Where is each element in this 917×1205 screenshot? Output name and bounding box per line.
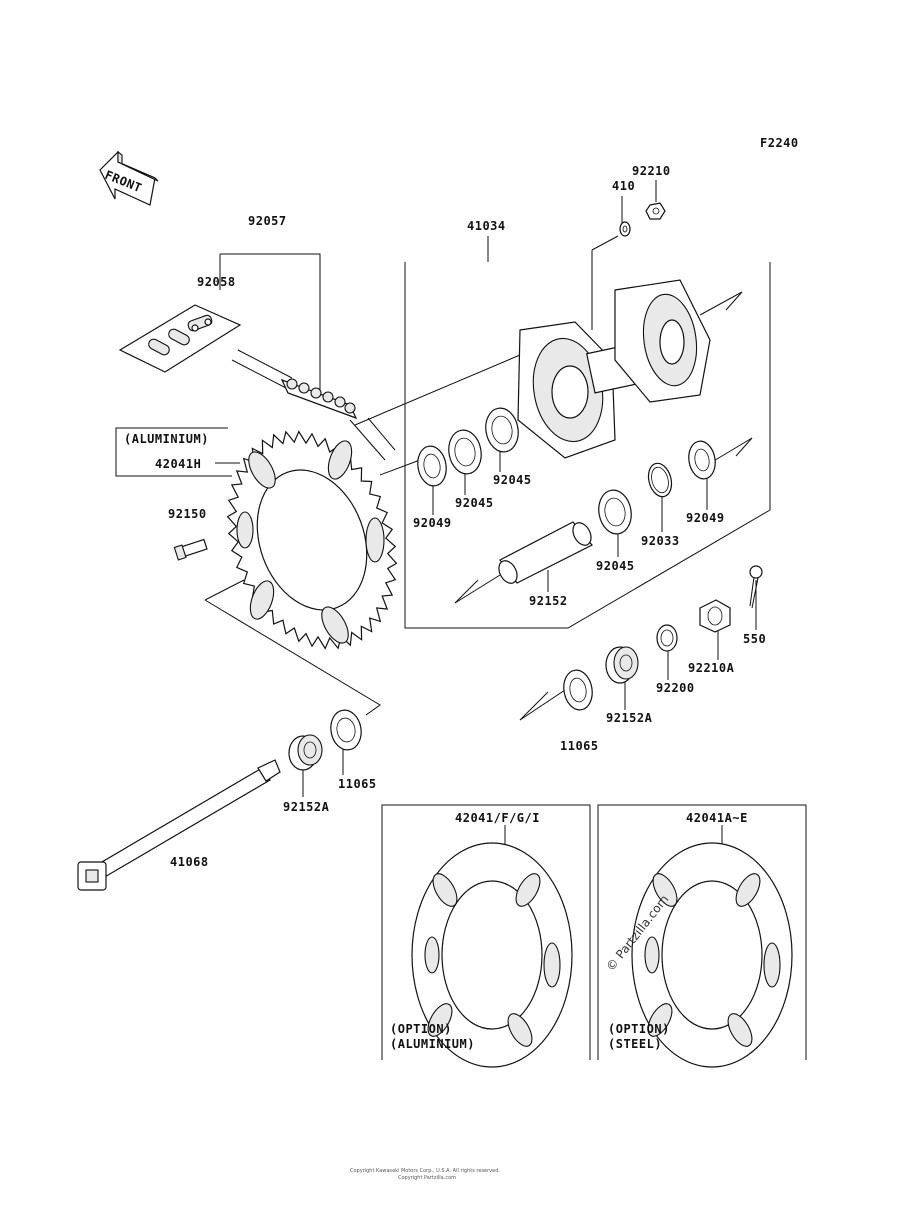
rear-hub: [517, 279, 711, 459]
option-1-line2: (ALUMINIUM): [390, 1037, 475, 1051]
front-arrow-icon: FRONT: [99, 150, 159, 206]
label-92033: 92033: [641, 534, 680, 548]
option-2-line2: (STEEL): [608, 1037, 662, 1051]
label-92150: 92150: [168, 507, 207, 521]
bearing-92045-a: [448, 429, 482, 475]
label-92152a-left: 92152A: [283, 800, 330, 814]
label-11065-left: 11065: [338, 777, 377, 791]
label-92045-b: 92045: [493, 473, 532, 487]
footer-line-1: Copyright Kawasaki Motors Corp., U.S.A. …: [350, 1168, 500, 1174]
nut-92210: [645, 202, 666, 220]
seal-11065-left: [330, 709, 362, 751]
label-550: 550: [743, 632, 766, 646]
axle-nut-92210a: [699, 599, 731, 633]
option-box-steel: 42041A~E (OPTION) (STEEL) © Partzilla.co…: [597, 804, 807, 1068]
seal-92049-right: [688, 440, 716, 480]
label-92210a: 92210A: [688, 661, 735, 675]
option-2-part: 42041A~E: [686, 811, 748, 825]
collar-92152a-left: [288, 734, 323, 771]
sprocket-bolt: [173, 538, 208, 561]
rear-sprocket-42041h: [226, 430, 398, 650]
label-92045-a: 92045: [455, 496, 494, 510]
label-92152: 92152: [529, 594, 568, 608]
part-labels: 92057 92058 41034 410 92210 (ALUMINIUM) …: [124, 164, 766, 869]
axle-41068: [77, 759, 281, 891]
label-92045-c: 92045: [596, 559, 635, 573]
footer-line-2: Copyright Partzilla.com: [398, 1175, 456, 1181]
label-92058: 92058: [197, 275, 236, 289]
label-41034: 41034: [467, 219, 506, 233]
label-92049-b: 92049: [686, 511, 725, 525]
bearing-92045-b: [485, 407, 519, 453]
drive-chain: [280, 378, 358, 420]
master-link-set: [118, 304, 242, 373]
seal-11065-right: [563, 669, 593, 711]
label-92200: 92200: [656, 681, 695, 695]
seal-92049-left: [417, 445, 447, 487]
cotter-pin-550: [749, 565, 763, 609]
figure-code: F2240: [760, 136, 799, 150]
bolt-410: [619, 221, 631, 237]
spacer-92152: [498, 521, 593, 584]
label-aluminium: (ALUMINIUM): [124, 432, 209, 446]
bearing-92045-c: [598, 489, 632, 535]
circlip-92033: [647, 462, 673, 498]
label-92057: 92057: [248, 214, 287, 228]
label-92049-a: 92049: [413, 516, 452, 530]
reference-lines: [115, 180, 771, 797]
label-11065-right: 11065: [560, 739, 599, 753]
label-92210: 92210: [632, 164, 671, 178]
option-2-line1: (OPTION): [608, 1022, 670, 1036]
label-42041h: 42041H: [155, 457, 201, 471]
collar-92152a-right: [605, 646, 639, 684]
label-41068: 41068: [170, 855, 209, 869]
washer-92200: [656, 624, 678, 652]
option-box-aluminium: 42041/F/G/I (OPTION) (ALUMINIUM): [381, 804, 591, 1068]
option-1-line1: (OPTION): [390, 1022, 452, 1036]
option-1-part: 42041/F/G/I: [455, 811, 540, 825]
label-92152a-right: 92152A: [606, 711, 653, 725]
label-410: 410: [612, 179, 635, 193]
